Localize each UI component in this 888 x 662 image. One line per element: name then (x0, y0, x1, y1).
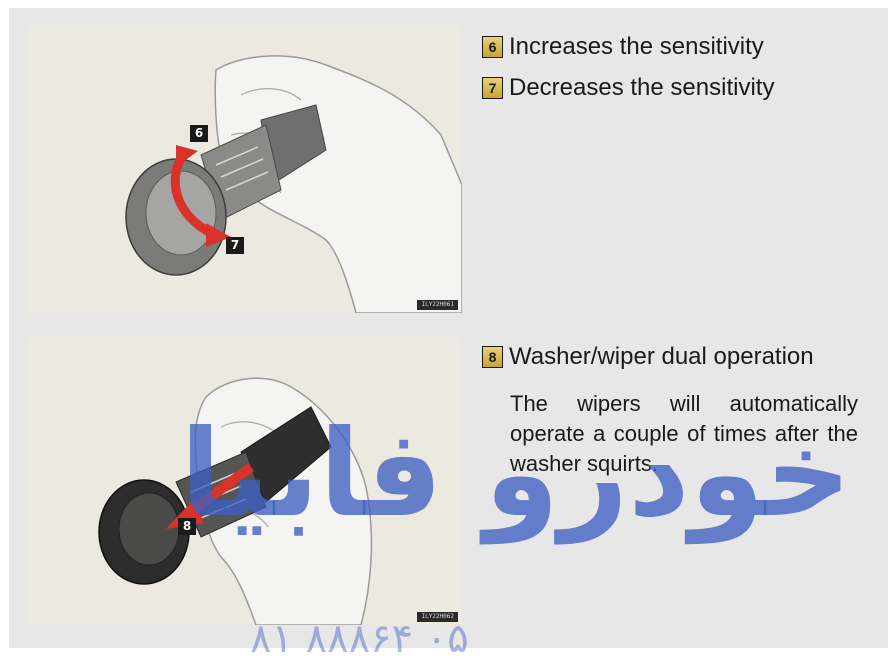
item-number-box: 6 (482, 36, 503, 58)
callout-6: 6 (190, 125, 208, 142)
item-label: Increases the sensitivity (509, 33, 764, 61)
hand-pulling-lever-drawing (26, 337, 462, 625)
washer-lever-illustration: 8 ILY22H062 (26, 337, 462, 625)
callout-8: 8 (178, 518, 196, 535)
callout-7: 7 (226, 237, 244, 254)
item-number-box: 8 (482, 346, 503, 368)
hand-on-knob-drawing (26, 25, 462, 313)
item-8-description: The wipers will automatically operate a … (510, 389, 858, 479)
figure-code: ILY22H062 (417, 612, 458, 622)
item-6: 6 Increases the sensitivity (482, 33, 764, 61)
figure-code: ILY22H061 (417, 300, 458, 310)
item-8: 8 Washer/wiper dual operation (482, 343, 814, 371)
item-label: Decreases the sensitivity (509, 74, 774, 102)
item-label: Washer/wiper dual operation (509, 343, 814, 371)
item-7: 7 Decreases the sensitivity (482, 74, 774, 102)
item-number-box: 7 (482, 77, 503, 99)
knob-rotation-illustration: 6 7 ILY22H061 (26, 25, 462, 313)
